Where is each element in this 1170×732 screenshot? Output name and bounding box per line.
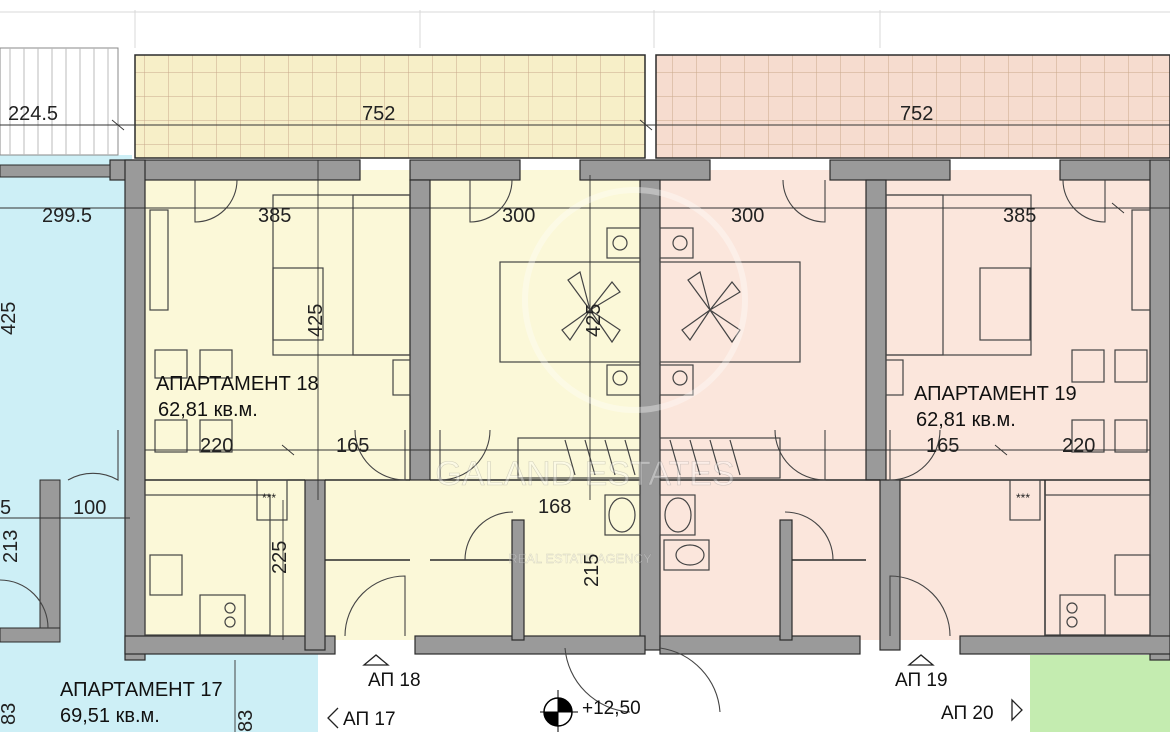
dim-752-left: 752 bbox=[362, 103, 395, 125]
walls bbox=[109, 159, 1170, 661]
entrance-ap-17: АП 17 bbox=[343, 709, 396, 730]
dim-425-left: 425 bbox=[0, 302, 20, 335]
watermark: GALAND ESTATES REAL ESTATE AGENCY bbox=[435, 187, 748, 566]
entrance-ap-20: АП 20 bbox=[941, 703, 994, 724]
entrance-ap-19: АП 19 bbox=[895, 670, 948, 691]
watermark-main: GALAND ESTATES bbox=[435, 455, 734, 493]
dim-215: 215 bbox=[581, 554, 603, 587]
ceiling-fan-icon-apt-19 bbox=[681, 271, 741, 344]
dim-300-left: 300 bbox=[502, 205, 535, 227]
dim-165-left: 165 bbox=[336, 435, 369, 457]
stove-marks-left: *** bbox=[262, 491, 276, 505]
dim-220-left: 220 bbox=[200, 435, 233, 457]
apartment-18-area bbox=[132, 170, 656, 640]
apartment-17-area bbox=[0, 155, 132, 732]
watermark-sub: REAL ESTATE AGENCY bbox=[508, 551, 652, 566]
dim-165-right: 165 bbox=[926, 435, 959, 457]
dim-385-right: 385 bbox=[1003, 205, 1036, 227]
level-mark: +12,50 bbox=[582, 698, 641, 719]
dim-220-right: 220 bbox=[1062, 435, 1095, 457]
apartment-17-lower bbox=[132, 650, 318, 732]
dim-425-living: 425 bbox=[305, 304, 327, 337]
walls-apt-17 bbox=[0, 164, 111, 643]
apartment-19-area bbox=[656, 170, 1170, 640]
dim-225: 225 bbox=[269, 541, 291, 574]
dim-168: 168 bbox=[538, 496, 571, 518]
apt-17-area: 69,51 кв.м. bbox=[60, 705, 160, 727]
dim-385-left: 385 bbox=[258, 205, 291, 227]
dim-5: 5 bbox=[0, 497, 11, 519]
terrace-apt-19 bbox=[655, 54, 1170, 159]
dim-425-bed: 425 bbox=[583, 304, 605, 337]
grid-axes bbox=[0, 10, 1170, 48]
level-marker-icon bbox=[540, 690, 578, 732]
terrace-apt-17 bbox=[0, 47, 119, 156]
apt-19-area: 62,81 кв.м. bbox=[916, 409, 1016, 431]
furniture-apt-19 bbox=[659, 194, 1151, 636]
terrace-apt-18 bbox=[134, 54, 646, 159]
dim-224: 224.5 bbox=[8, 103, 58, 125]
dim-83a: 83 bbox=[0, 703, 20, 725]
dim-213: 213 bbox=[0, 530, 22, 563]
dim-300-right: 300 bbox=[731, 205, 764, 227]
dim-83b: 83 bbox=[235, 710, 257, 732]
furniture-apt-18 bbox=[144, 194, 641, 636]
ceiling-fan-icon-apt-18 bbox=[561, 271, 621, 344]
dim-100: 100 bbox=[73, 497, 106, 519]
entrance-arrow-icons bbox=[327, 654, 1023, 729]
stove-marks-right: *** bbox=[1016, 491, 1030, 505]
apt-17-name: АПАРТАМЕНТ 17 bbox=[60, 679, 223, 701]
apt-19-name: АПАРТАМЕНТ 19 bbox=[914, 383, 1077, 405]
apartment-20-area bbox=[1030, 655, 1170, 732]
entrance-ap-18: АП 18 bbox=[368, 670, 421, 691]
apt-18-area: 62,81 кв.м. bbox=[158, 399, 258, 421]
dimension-lines bbox=[0, 119, 1170, 732]
apt-18-name: АПАРТАМЕНТ 18 bbox=[156, 373, 319, 395]
door-swings bbox=[0, 179, 1106, 713]
dim-752-right: 752 bbox=[900, 103, 933, 125]
dim-299: 299.5 bbox=[42, 205, 92, 227]
